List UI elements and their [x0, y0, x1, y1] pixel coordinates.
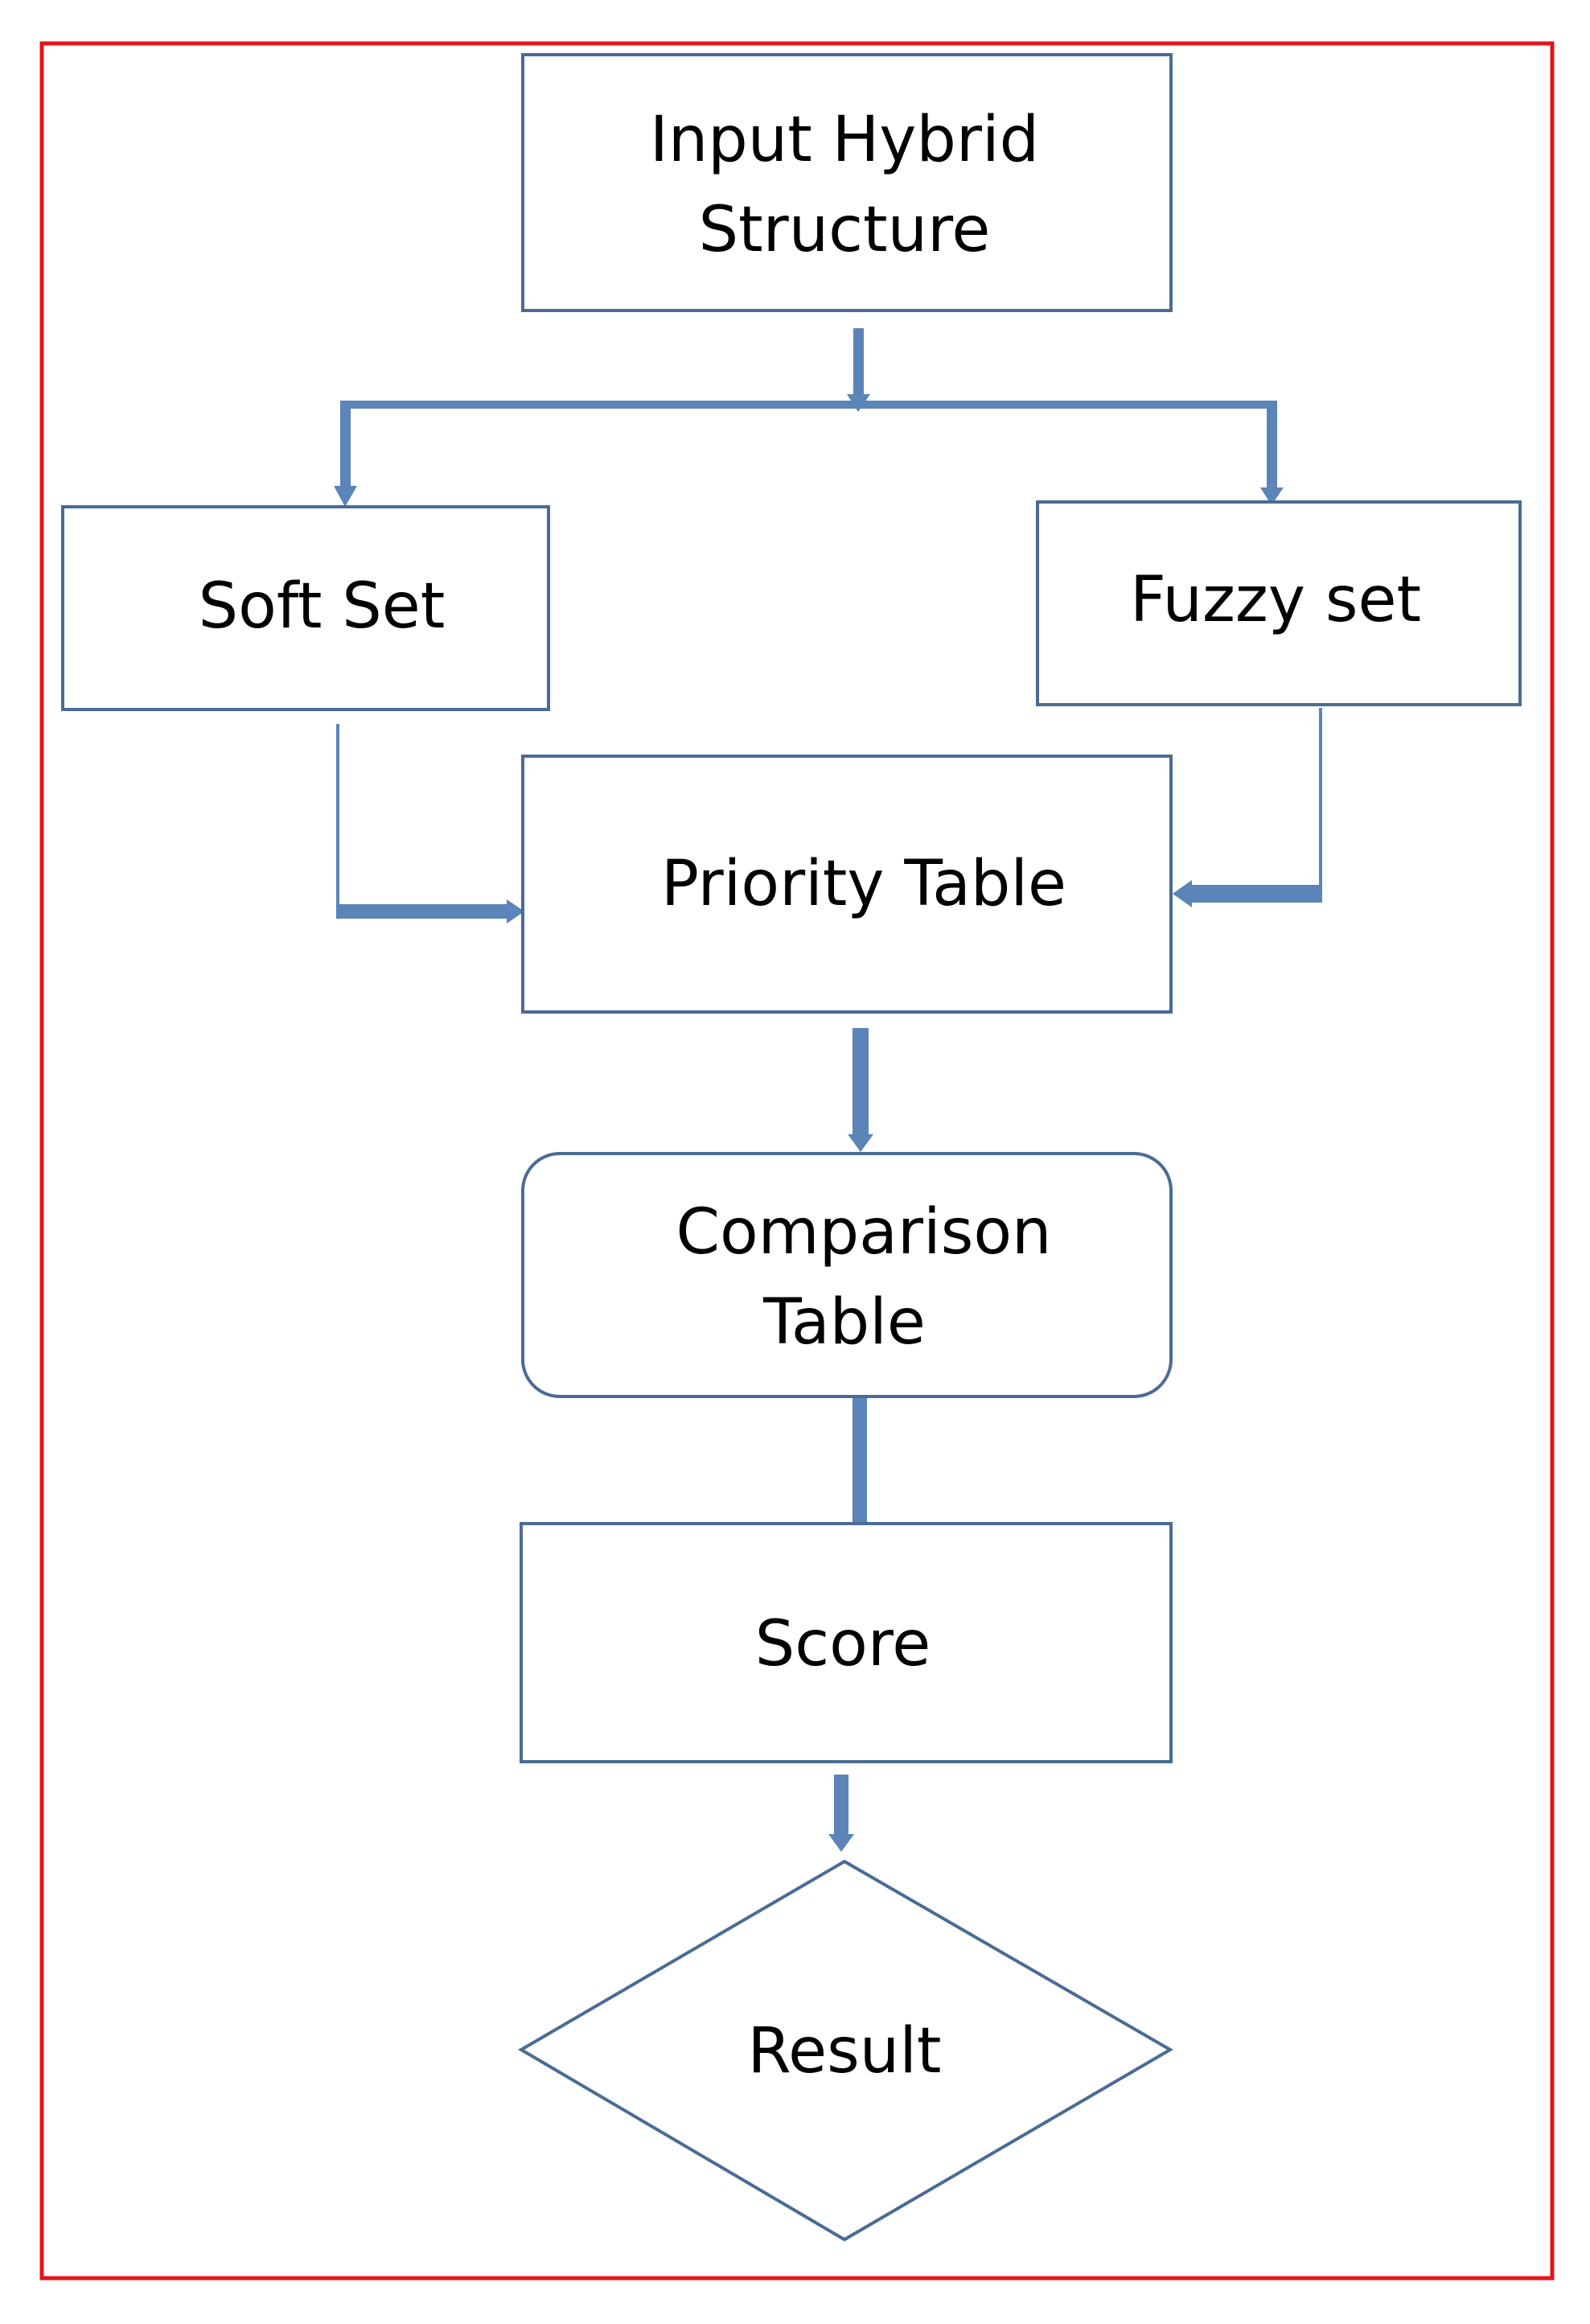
node-comparison-label-line2: Table — [762, 1286, 926, 1359]
node-soft-set-label: Soft Set — [199, 570, 446, 643]
node-soft-set: Soft Set — [61, 505, 550, 711]
node-result-diamond — [518, 1859, 1173, 2242]
node-fuzzy-set-label: Fuzzy set — [1130, 564, 1421, 636]
connector-score-to-result — [834, 1775, 848, 1839]
node-priority-table-label: Priority Table — [661, 848, 1066, 920]
node-input-label-line1: Input Hybrid — [650, 104, 1039, 176]
node-soft-set-box — [61, 505, 550, 711]
connectors — [334, 328, 1322, 1852]
connector-fuzzy-set-left — [1189, 885, 1322, 903]
connector-comparison-to-score — [853, 1396, 867, 1524]
arrowhead-result — [828, 1834, 854, 1852]
connector-fuzzy-set-down — [1319, 708, 1322, 903]
node-score-box — [520, 1522, 1173, 1763]
node-input-label-line2: Structure — [699, 194, 991, 266]
node-input-hybrid-structure: Input Hybrid Structure — [521, 53, 1173, 312]
node-fuzzy-set: Fuzzy set — [1036, 500, 1522, 706]
node-comparison-label-line1: Comparison — [676, 1196, 1051, 1269]
connector-input-stem — [853, 328, 864, 402]
arrowhead-comparison — [848, 1134, 873, 1152]
connector-to-soft-set — [340, 401, 351, 491]
node-comparison-table: Comparison Table — [521, 1152, 1173, 1398]
node-result-label: Result — [747, 2015, 941, 2087]
arrowhead-fuzzy-to-priority — [1173, 880, 1192, 907]
connector-soft-set-down — [336, 724, 339, 911]
node-score-label: Score — [755, 1608, 931, 1680]
arrowhead-soft-to-priority — [507, 899, 524, 923]
node-input-box — [521, 53, 1173, 312]
node-score: Score — [520, 1522, 1173, 1763]
node-comparison-table-box — [521, 1152, 1173, 1398]
node-priority-table-box — [521, 755, 1173, 1014]
connector-priority-to-comparison — [853, 1028, 869, 1139]
node-result: Result — [518, 1859, 1173, 2242]
connector-soft-set-right — [336, 904, 509, 919]
node-fuzzy-set-box — [1036, 500, 1522, 706]
arrowhead-soft-set — [334, 486, 357, 507]
node-priority-table: Priority Table — [521, 755, 1173, 1014]
connector-to-fuzzy-set — [1267, 409, 1277, 492]
connector-branch-horizontal — [340, 401, 1277, 409]
outer-frame — [39, 41, 1555, 2281]
arrowhead-fuzzy-set — [1260, 487, 1284, 505]
